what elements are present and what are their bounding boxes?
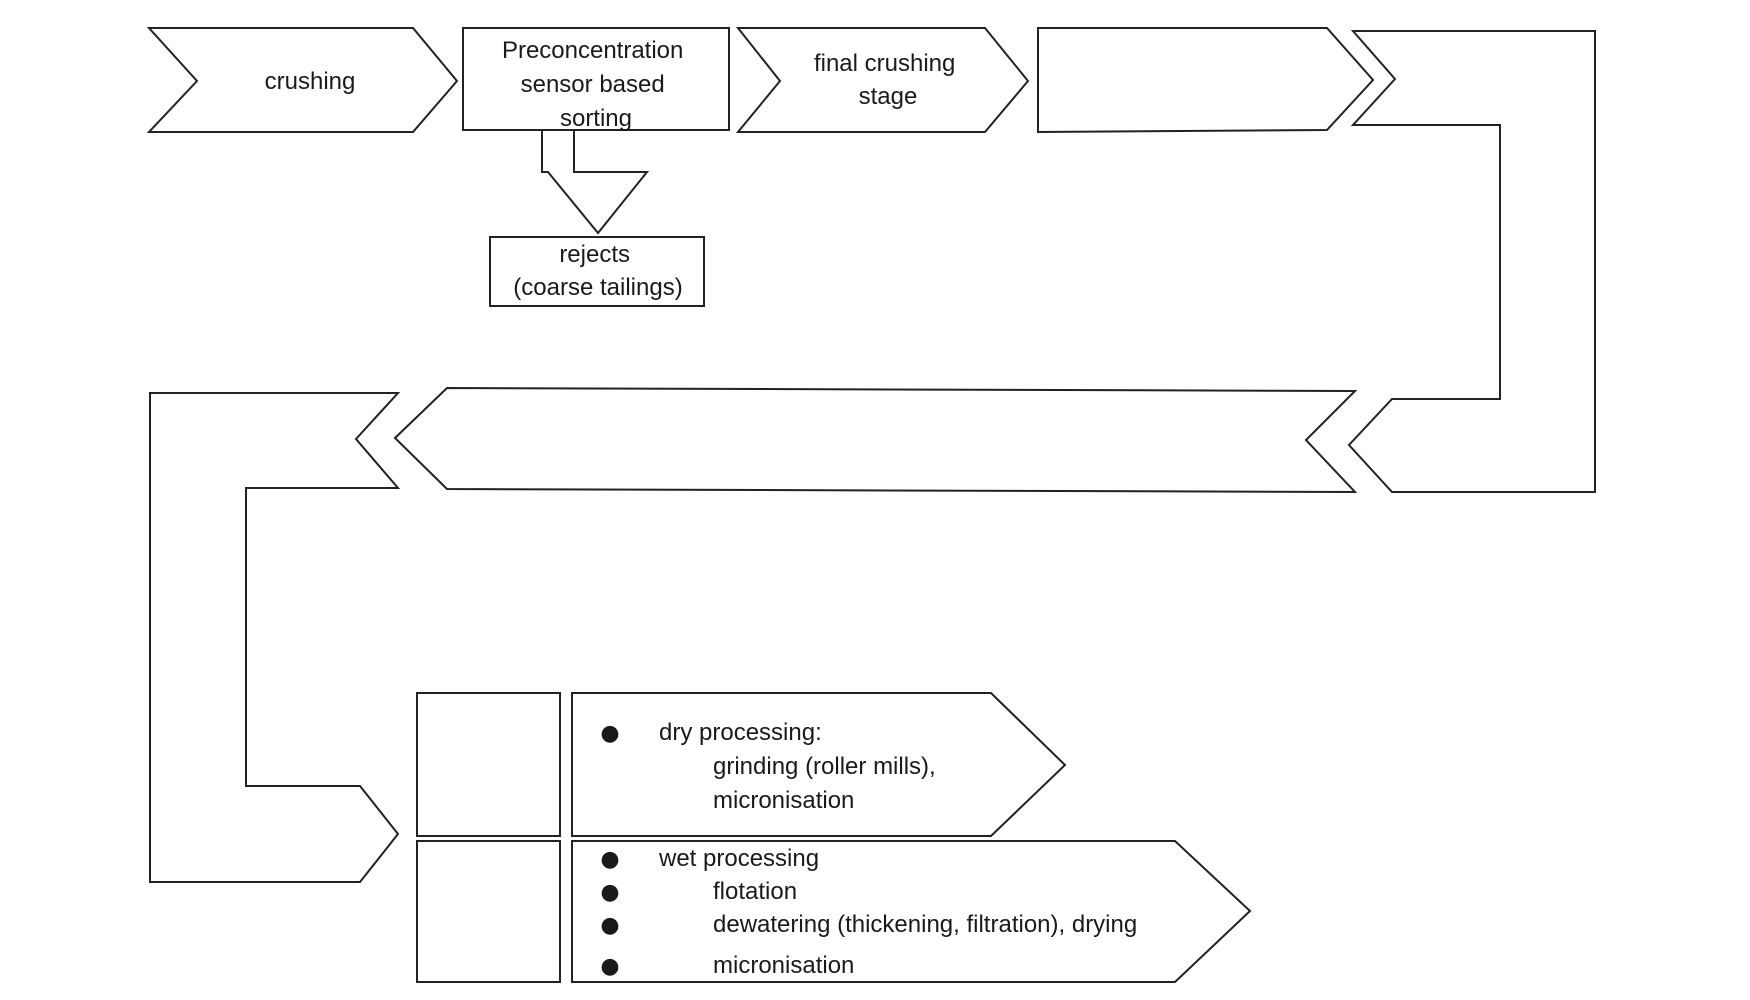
dry-heading: dry processing: <box>659 719 822 746</box>
preconcentration-line-3: sorting <box>560 105 632 132</box>
dry-sub-line-1: grinding (roller mills), <box>713 753 936 780</box>
final-crushing-line-1: final crushing <box>814 50 955 77</box>
wet-sub-line-1: flotation <box>713 878 797 905</box>
dry-processing-swatch <box>416 692 561 837</box>
rejects-down-arrow <box>541 129 650 235</box>
dry-processing-chevron <box>571 692 1067 837</box>
rejects-label: rejects (coarse tailings) <box>513 241 682 301</box>
left-uturn-connector <box>149 392 401 883</box>
crushing-label: crushing <box>265 68 356 95</box>
dry-sub-line-2: micronisation <box>713 787 854 814</box>
preconcentration-label: Preconcentration sensor based sorting <box>502 37 690 132</box>
wet-bullet-3: ● <box>600 913 619 938</box>
final-crushing-line-2: stage <box>859 83 918 110</box>
dry-bullet-1: ● <box>600 721 619 746</box>
wet-bullet-1: ● <box>600 847 619 872</box>
preconcentration-line-2: sensor based <box>521 71 665 98</box>
preconcentration-box <box>462 27 730 131</box>
preconcentration-line-1: Preconcentration <box>502 37 683 64</box>
rejects-box <box>489 236 705 307</box>
wet-sub-line-2: dewatering (thickening, filtration), dry… <box>713 911 1137 938</box>
return-arrow-left <box>393 386 1358 494</box>
final-crushing-label: final crushing stage <box>814 50 962 110</box>
rejects-line-2: (coarse tailings) <box>513 274 682 301</box>
wet-processing-swatch <box>416 840 561 983</box>
right-uturn-connector <box>1347 30 1596 493</box>
crushing-chevron <box>146 27 459 133</box>
final-crushing-chevron <box>735 27 1030 133</box>
wet-heading: wet processing <box>658 845 819 872</box>
empty-process-chevron <box>1037 27 1375 134</box>
wet-bullet-4: ● <box>600 954 619 979</box>
wet-processing-chevron <box>571 840 1252 983</box>
wet-bullet-2: ● <box>600 880 619 905</box>
rejects-line-1: rejects <box>559 241 630 268</box>
wet-sub-line-3: micronisation <box>713 952 854 979</box>
